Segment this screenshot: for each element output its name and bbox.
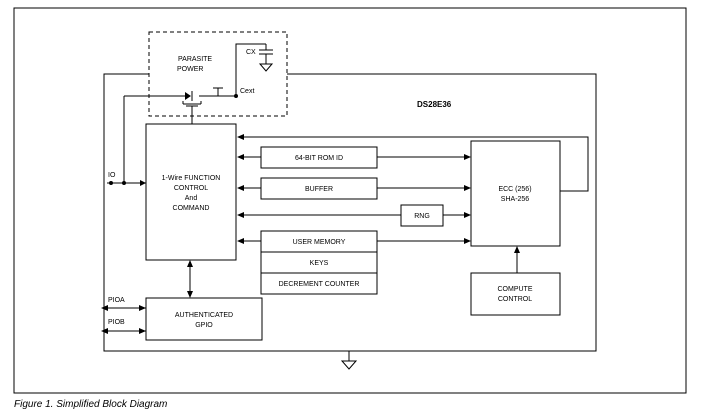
cext-label: Cext: [240, 88, 254, 95]
parasite-label-1: PARASITE: [178, 56, 212, 63]
function-line-2: CONTROL: [174, 185, 208, 192]
parasite-power-box: [148, 31, 288, 117]
cx-label: CX: [246, 49, 256, 56]
ecc-sha-block: [470, 140, 561, 247]
function-line-1: 1-Wire FUNCTION: [162, 175, 221, 182]
diode-icon: [185, 92, 191, 100]
function-line-4: COMMAND: [173, 205, 210, 212]
compute-label-1: COMPUTE: [498, 286, 533, 293]
feedback-connector: [240, 136, 589, 192]
parasite-label-2: POWER: [177, 66, 203, 73]
keys-label: KEYS: [310, 260, 329, 267]
buffer-label: BUFFER: [305, 186, 333, 193]
function-line-3: And: [185, 195, 198, 202]
ecc-label-1: ECC (256): [498, 186, 531, 193]
io-pin-label: IO: [108, 172, 116, 179]
piob-pin-label: PIOB: [108, 319, 125, 326]
rom-id-label: 64-BIT ROM ID: [295, 155, 343, 162]
ecc-label-2: SHA-256: [501, 196, 530, 203]
compute-label-2: CONTROL: [498, 296, 532, 303]
gpio-label-1: AUTHENTICATED: [175, 312, 233, 319]
decrement-counter-label: DECREMENT COUNTER: [279, 281, 360, 288]
figure-caption: Figure 1. Simplified Block Diagram: [14, 399, 167, 410]
chip-boundary: [103, 73, 597, 352]
chip-name: DS28E36: [417, 100, 452, 109]
rng-label: RNG: [414, 213, 430, 220]
gpio-label-2: GPIO: [195, 322, 213, 329]
ground-icon: [340, 360, 358, 370]
authenticated-gpio-block: [145, 297, 263, 341]
user-memory-label: USER MEMORY: [293, 239, 346, 246]
pioa-pin-label: PIOA: [108, 297, 125, 304]
compute-control-block: [470, 272, 561, 316]
decrement-counter-block: [260, 272, 378, 295]
cx-ground-icon: [258, 63, 274, 72]
outer-frame: [13, 7, 687, 394]
function-control-block: [145, 123, 237, 261]
